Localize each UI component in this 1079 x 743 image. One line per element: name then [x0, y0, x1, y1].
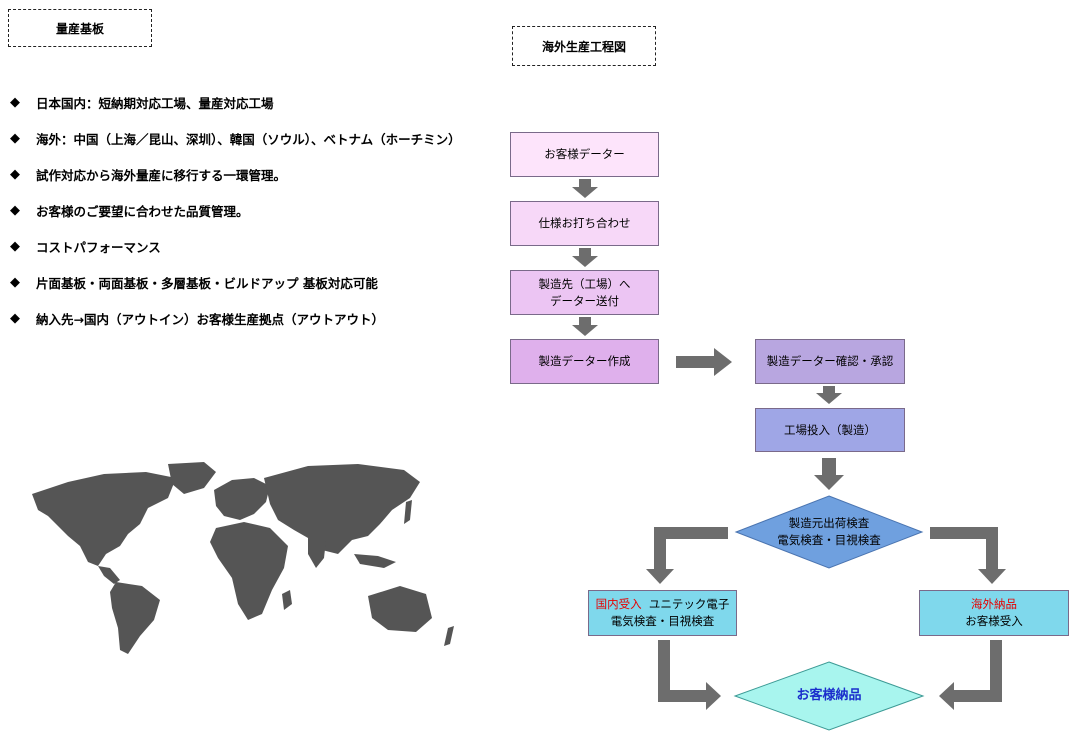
step-label-line2: お客様受入: [965, 614, 1023, 628]
step-confirm-approve-data: 製造データー確認・承認: [755, 339, 905, 384]
right-title: 海外生産工程図: [512, 26, 656, 66]
diamond-bullet-icon: ◆: [10, 94, 20, 110]
feature-list: ◆ 日本国内：短納期対応工場、量産対応工場 ◆ 海外：中国（上海／昆山、深圳）、韓国…: [10, 84, 461, 336]
step-create-manufacturing-data: 製造データー作成: [510, 339, 659, 384]
step-label: お客様データー: [544, 147, 625, 162]
arrow-elbow-right-icon: [930, 527, 1006, 584]
step-label-line2: データー送付: [550, 293, 619, 308]
list-item-text: 納入先→国内（アウトイン）お客様生産拠点（アウトアウト）: [36, 311, 384, 327]
arrow-elbow-left-icon: [646, 527, 728, 584]
step-label: 工場投入（製造）: [784, 422, 876, 437]
list-item: ◆ 片面基板・両面基板・多層基板・ビルドアップ 基板対応可能: [10, 264, 461, 300]
list-item: ◆ 試作対応から海外量産に移行する一環管理。: [10, 156, 461, 192]
step-label: 仕様お打ち合わせ: [538, 216, 631, 231]
diamond-bullet-icon: ◆: [10, 202, 20, 218]
map-landmass: [32, 462, 454, 654]
diamond-bullet-icon: ◆: [10, 166, 20, 182]
inspection-line1: 製造元出荷検査: [788, 515, 870, 530]
step-spec-meeting: 仕様お打ち合わせ: [510, 201, 659, 246]
step-send-data-to-factory: 製造先（工場）へ データー送付: [510, 270, 659, 315]
final-delivery-label: お客様納品: [760, 684, 898, 708]
diamond-bullet-icon: ◆: [10, 310, 20, 326]
list-item: ◆ コストパフォーマンス: [10, 228, 461, 264]
final-delivery-diamond: [733, 661, 925, 731]
diamond-bullet-icon: ◆: [10, 274, 20, 290]
diamond-bullet-icon: ◆: [10, 130, 20, 146]
list-item-text: 海外：中国（上海／昆山、深圳）、韓国（ソウル）、ベトナム（ホーチミン）: [36, 131, 461, 147]
flow-arrows: [572, 179, 1006, 710]
arrow-elbow-down-right-icon: [658, 640, 721, 710]
step-label-line1: 国内受入 ユニテック電子: [596, 596, 730, 613]
step-label-line1: 製造先（工場）へ: [538, 276, 631, 291]
arrow-down-icon: [572, 248, 598, 267]
list-item: ◆ 日本国内：短納期対応工場、量産対応工場: [10, 84, 461, 120]
right-title-text: 海外生産工程図: [541, 39, 626, 54]
domestic-receiving-highlight: 国内受入: [595, 597, 642, 612]
list-item: ◆ 納入先→国内（アウトイン）お客様生産拠点（アウトアウト）: [10, 300, 461, 336]
arrow-elbow-down-left-icon: [939, 640, 1002, 710]
step-customer-data: お客様データー: [510, 132, 659, 177]
list-item-text: コストパフォーマンス: [36, 239, 161, 255]
list-item: ◆ お客様のご要望に合わせた品質管理。: [10, 192, 461, 228]
step-label: 製造データー作成: [538, 354, 631, 369]
arrow-down-icon: [816, 386, 842, 404]
arrow-down-icon: [572, 317, 598, 336]
inspection-diamond: [734, 495, 924, 569]
step-label: 製造データー確認・承認: [766, 354, 894, 369]
inspection-line2: 電気検査・目視検査: [777, 533, 881, 547]
list-item-text: 片面基板・両面基板・多層基板・ビルドアップ 基板対応可能: [36, 275, 378, 291]
step-domestic-receiving: 国内受入 ユニテック電子 電気検査・目視検査: [588, 590, 737, 636]
list-item: ◆ 海外：中国（上海／昆山、深圳）、韓国（ソウル）、ベトナム（ホーチミン）: [10, 120, 461, 156]
arrow-right-icon: [676, 348, 732, 376]
list-item-text: 試作対応から海外量産に移行する一環管理。: [36, 167, 287, 183]
arrow-down-icon: [572, 179, 598, 198]
world-map-image: [32, 462, 454, 654]
left-title-text: 量産基板: [55, 21, 104, 36]
diamond-bullet-icon: ◆: [10, 238, 20, 254]
arrow-down-icon: [814, 458, 844, 490]
step-label-line2: 電気検査・目視検査: [610, 614, 715, 628]
inspection-label: 製造元出荷検査 電気検査・目視検査: [756, 512, 902, 552]
list-item-text: 日本国内：短納期対応工場、量産対応工場: [36, 95, 274, 111]
step-overseas-delivery: 海外納品 お客様受入: [919, 590, 1069, 636]
domestic-receiving-company: ユニテック電子: [648, 597, 730, 612]
list-item-text: お客様のご要望に合わせた品質管理。: [36, 203, 249, 219]
overseas-delivery-highlight: 海外納品: [971, 597, 1017, 612]
step-factory-production: 工場投入（製造）: [755, 408, 905, 452]
left-title: 量産基板: [8, 9, 152, 47]
final-delivery-text: お客様納品: [796, 688, 862, 704]
